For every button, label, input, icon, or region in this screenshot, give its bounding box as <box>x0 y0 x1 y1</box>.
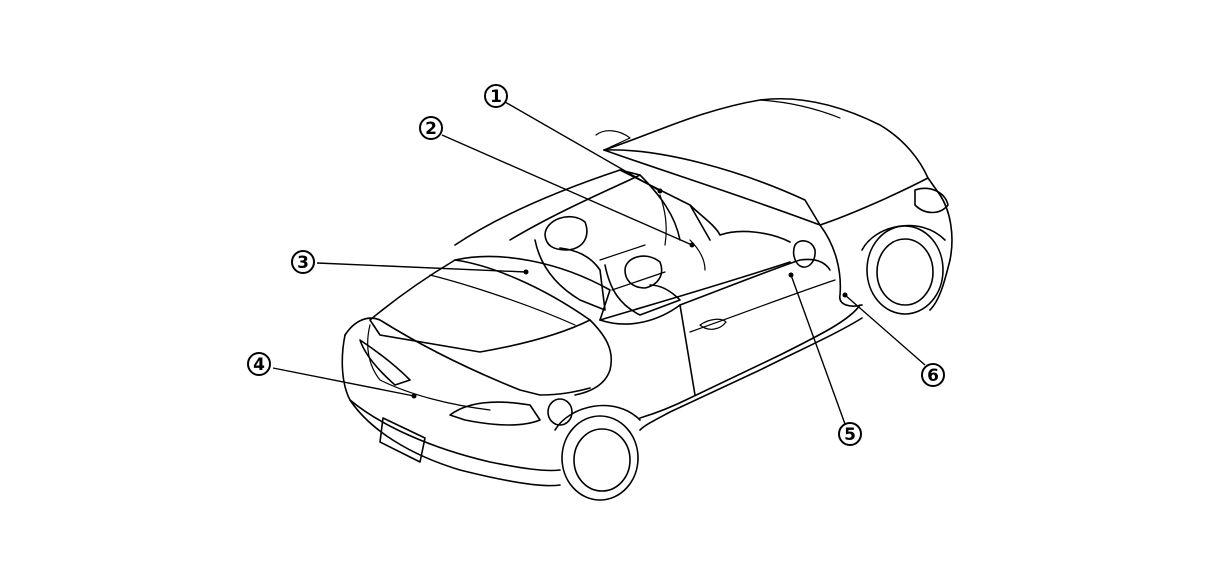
roof-ridge <box>759 99 841 119</box>
callouts: 1 2 3 4 5 6 <box>247 84 945 446</box>
body-right-side <box>639 259 951 419</box>
rear-spoiler <box>595 130 631 151</box>
hood <box>369 259 591 353</box>
callout-2: 2 <box>419 116 443 140</box>
windshield-pillar <box>619 169 711 241</box>
leader-6 <box>844 294 926 366</box>
svg-text:4: 4 <box>253 355 265 375</box>
hood-crease <box>429 274 576 326</box>
license-plate <box>379 417 426 463</box>
callout-4: 4 <box>247 352 271 376</box>
rear-wheel <box>861 224 946 315</box>
cowl <box>454 255 611 321</box>
fog-light <box>547 398 573 426</box>
headlight-right <box>449 401 541 426</box>
door-crease <box>689 279 836 333</box>
headlight-left <box>359 339 411 386</box>
callout-6: 6 <box>921 363 945 387</box>
leader-lines <box>272 101 926 425</box>
svg-text:5: 5 <box>844 425 856 445</box>
svg-text:3: 3 <box>297 253 309 273</box>
side-sill <box>639 317 863 431</box>
car-illustration <box>341 97 953 501</box>
front-nose <box>344 317 591 396</box>
seats <box>534 216 681 316</box>
leader-6-dot <box>842 292 848 298</box>
leader-4-dot <box>411 393 417 399</box>
folded-roof-edge <box>603 149 929 226</box>
front-fascia <box>341 334 561 487</box>
interior-console <box>659 194 706 271</box>
leader-2 <box>441 134 693 246</box>
door-outline <box>679 258 831 396</box>
leader-5-dot <box>788 272 794 278</box>
rear-light-right <box>914 187 949 214</box>
leader-4 <box>272 367 415 397</box>
leader-3-dot <box>523 269 529 275</box>
side-mirror <box>792 240 816 268</box>
roof-front-panel <box>603 149 821 226</box>
leader-2-dot <box>689 242 695 248</box>
svg-text:2: 2 <box>425 119 437 139</box>
front-fender <box>574 304 681 396</box>
callout-5: 5 <box>838 422 862 446</box>
front-bumper-lower <box>349 399 561 472</box>
leader-5 <box>790 274 846 425</box>
folded-roof <box>603 97 953 261</box>
interior-rear-panel <box>689 204 791 243</box>
leader-1-dot <box>657 188 663 194</box>
door-handle <box>699 318 727 330</box>
svg-text:1: 1 <box>490 87 502 107</box>
callout-3: 3 <box>291 250 315 274</box>
callout-1: 1 <box>484 84 508 108</box>
leader-1 <box>504 101 661 192</box>
front-wheel <box>554 404 641 501</box>
front-grille-upper <box>367 324 491 411</box>
leader-3 <box>316 262 527 273</box>
svg-text:6: 6 <box>927 366 939 386</box>
body-shoulder <box>819 224 863 307</box>
belt-line <box>599 261 791 321</box>
